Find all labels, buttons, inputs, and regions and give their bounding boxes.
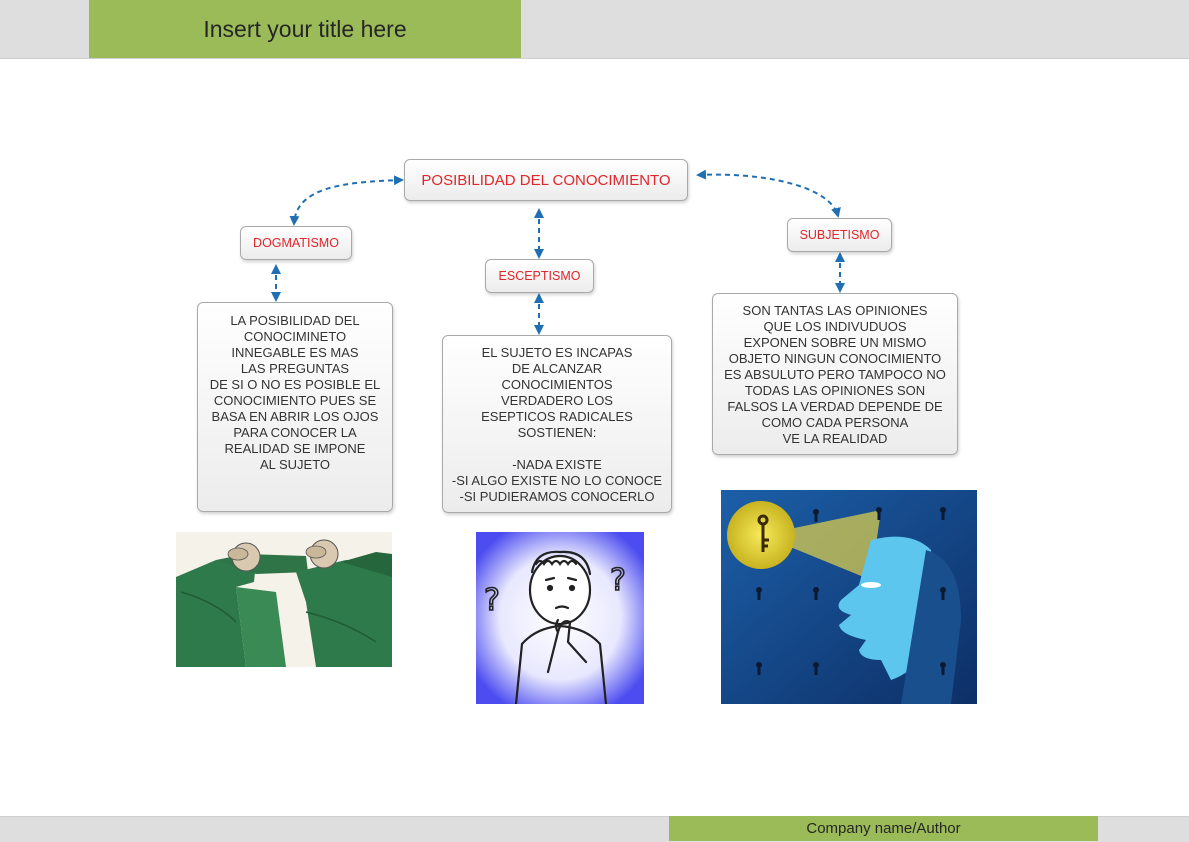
footer-company[interactable]: Company name/Author (669, 816, 1098, 841)
root-node[interactable]: POSIBILIDAD DEL CONOCIMIENTO (404, 159, 688, 201)
svg-text:?: ? (484, 583, 500, 618)
dogmatismo-node[interactable]: DOGMATISMO (240, 226, 352, 260)
svg-text:?: ? (610, 563, 626, 598)
dogmatismo-illustration (176, 532, 392, 667)
subjetismo-description[interactable]: SON TANTAS LAS OPINIONES QUE LOS INDIVUD… (712, 293, 958, 455)
subjetismo-node[interactable]: SUBJETISMO (787, 218, 892, 252)
connector-root-dogmatismo (294, 180, 402, 224)
dogmatismo-description[interactable]: LA POSIBILIDAD DEL CONOCIMINETO INNEGABL… (197, 302, 393, 512)
esceptismo-node[interactable]: ESCEPTISMO (485, 259, 594, 293)
esceptismo-illustration: ? ? (476, 532, 644, 704)
esceptismo-description[interactable]: EL SUJETO ES INCAPAS DE ALCANZAR CONOCIM… (442, 335, 672, 513)
connector-root-subjetismo (698, 175, 838, 216)
subjetismo-illustration (721, 490, 977, 704)
